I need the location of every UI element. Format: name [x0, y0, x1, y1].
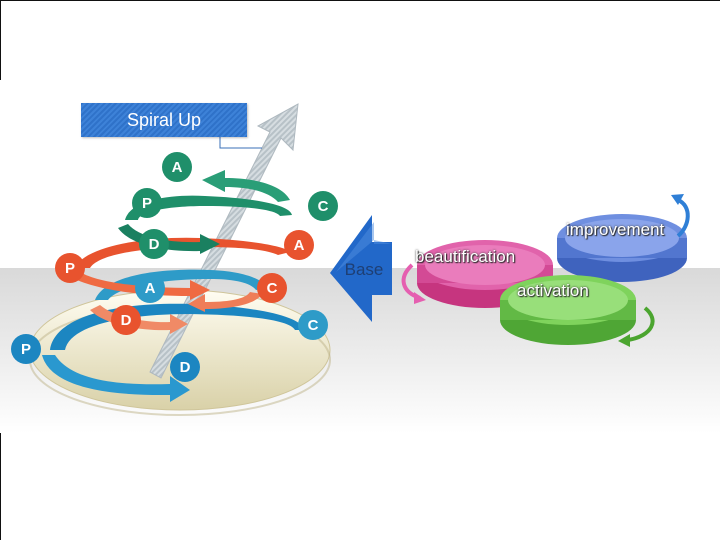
upper-cycle-band	[75, 237, 290, 268]
frame-left-top-line	[0, 0, 1, 80]
bottom-cycle-nodes	[11, 334, 200, 382]
node-upper-c	[257, 273, 287, 303]
lower-cycle-band	[95, 269, 268, 300]
node-top-c-letter: C	[318, 198, 329, 215]
node-lower-a-letter: A	[145, 280, 156, 297]
frame-left-bottom-line	[0, 432, 1, 540]
gear-improvement-icon	[557, 214, 687, 282]
gear-beautification-icon	[417, 240, 553, 308]
beautification-rotate-arrowhead	[414, 292, 426, 304]
gear-improvement-label: improvement	[566, 220, 665, 239]
node-lower-c-letter: C	[308, 317, 319, 334]
activation-rotate-arrow	[627, 306, 655, 342]
node-top-p-letter: P	[142, 195, 152, 212]
upper-cycle-nodes	[55, 230, 314, 335]
node-lower-a	[135, 273, 165, 303]
spiral-up-label: Spiral Up	[81, 103, 247, 137]
bottom-cycle-arrow	[42, 355, 190, 402]
top-cycle-nodes	[132, 152, 338, 259]
node-top-a-letter: A	[172, 159, 183, 176]
node-upper-c-letter: C	[267, 280, 278, 297]
activation-rotate-arrowhead	[618, 334, 630, 347]
node-bottom-p-letter: P	[21, 341, 31, 358]
node-bottom-d	[170, 352, 200, 382]
node-top-d	[139, 229, 169, 259]
node-bottom-p	[11, 334, 41, 364]
base-arrow	[330, 215, 392, 322]
base-label: Base	[344, 260, 384, 279]
spiral-label-connector	[219, 137, 262, 149]
node-upper-d	[111, 305, 141, 335]
node-upper-p	[55, 253, 85, 283]
node-bottom-d-letter: D	[180, 359, 191, 376]
node-top-c	[308, 191, 338, 221]
node-upper-a-letter: A	[294, 237, 305, 254]
gear-activation-icon	[500, 275, 636, 345]
lower-cycle-arrow	[90, 305, 188, 334]
lower-cycle-return-arrow	[188, 292, 262, 312]
improvement-rotate-arrow	[676, 198, 690, 238]
gear-activation-label: activation	[517, 281, 589, 300]
node-top-d-letter: D	[149, 236, 160, 253]
top-cycle-band	[125, 195, 292, 220]
node-upper-d-letter: D	[121, 312, 132, 329]
lower-cycle-nodes	[135, 273, 328, 340]
node-top-p	[132, 188, 162, 218]
node-lower-c	[298, 310, 328, 340]
improvement-rotate-arrowhead	[671, 194, 684, 205]
base-arrow-highlight	[336, 222, 392, 272]
frame-top-line	[0, 0, 720, 1]
node-upper-p-letter: P	[65, 260, 75, 277]
gear-beautification-label: beautification	[415, 247, 516, 266]
top-cycle-lower-arrow	[118, 224, 220, 254]
node-top-a	[162, 152, 192, 182]
node-upper-a	[284, 230, 314, 260]
top-cycle-arrow	[202, 170, 290, 202]
